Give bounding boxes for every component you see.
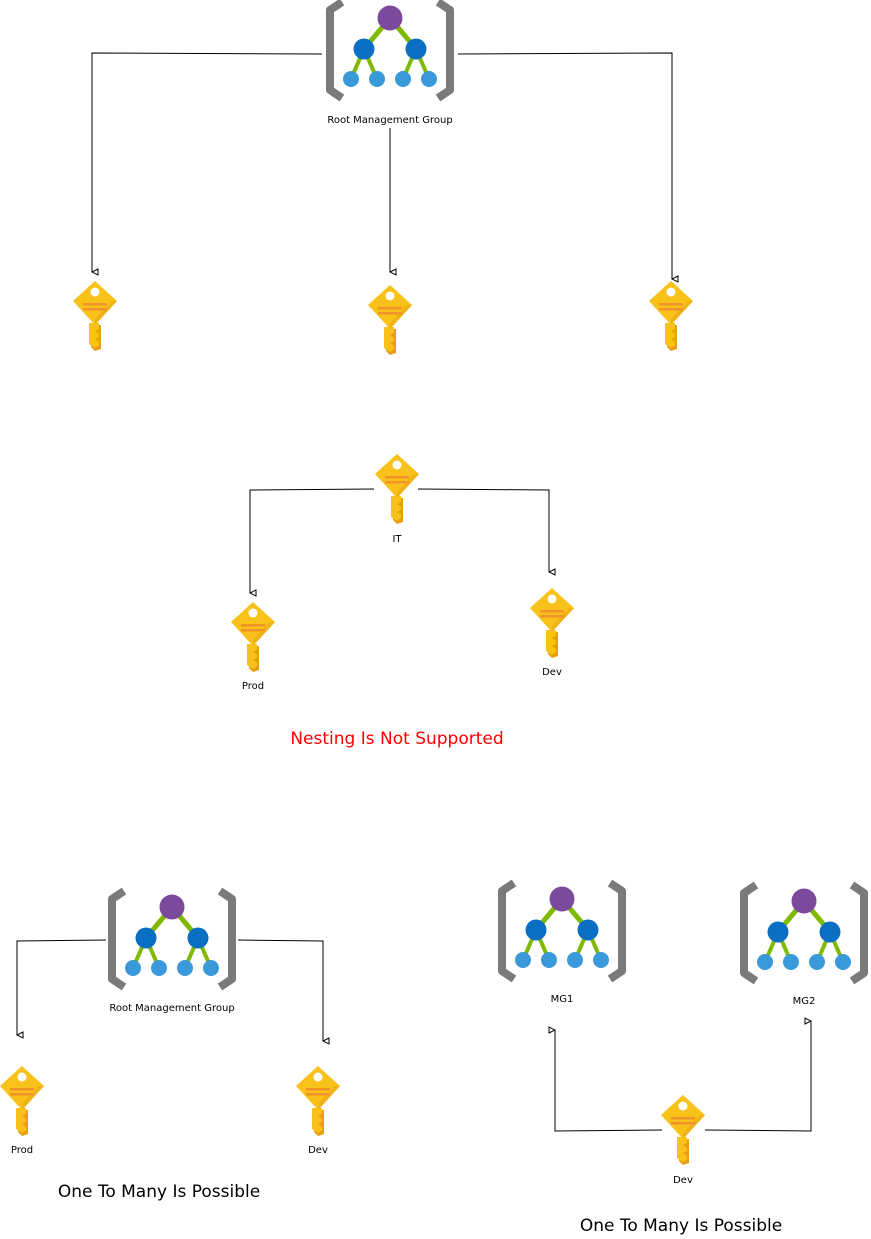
prod-subscription-label: Prod: [11, 1145, 33, 1156]
section3-one-to-many: Root Management Group Prod Dev One To Ma…: [0, 891, 340, 1202]
subscription-key-icon: [649, 281, 693, 351]
one-to-many-caption: One To Many Is Possible: [580, 1216, 782, 1236]
subscription-key-icon: [530, 588, 574, 658]
section4-sub-to-many-mg: MG1 MG2 Dev One To Many Is Possible: [502, 883, 864, 1236]
management-group-icon: [502, 883, 622, 979]
subscription-key-icon: [0, 1066, 44, 1136]
connector-dev-to-mg2: [704, 1021, 811, 1132]
dev-subscription-label: Dev: [308, 1145, 328, 1156]
connector-root-to-dev: [237, 939, 323, 1041]
prod-subscription-label: Prod: [242, 681, 264, 692]
dev-subscription-label: Dev: [542, 667, 562, 678]
subscription-key-icon: [368, 285, 412, 355]
subscription-key-icon: [296, 1066, 340, 1136]
connector-it-to-dev: [417, 488, 549, 572]
root-management-group-label: Root Management Group: [327, 115, 452, 126]
mg1-label: MG1: [551, 994, 574, 1005]
connector-root-to-sub-left: [92, 52, 323, 272]
section2-nesting: IT Prod Dev Nesting Is Not Supported: [231, 454, 574, 749]
one-to-many-caption: One To Many Is Possible: [58, 1182, 260, 1202]
connector-root-to-prod: [17, 939, 107, 1035]
subscription-key-icon: [73, 281, 117, 351]
connector-it-to-prod: [250, 488, 375, 593]
it-subscription-label: IT: [392, 534, 402, 545]
connector-root-to-sub-right: [457, 52, 672, 279]
nesting-caption: Nesting Is Not Supported: [290, 729, 503, 749]
management-group-icon: [330, 2, 450, 98]
subscription-key-icon: [661, 1095, 705, 1165]
dev-subscription-label: Dev: [673, 1175, 693, 1186]
root-management-group-label: Root Management Group: [109, 1003, 234, 1014]
connector-dev-to-mg1: [555, 1030, 663, 1132]
subscription-key-icon: [375, 454, 419, 524]
management-group-icon: [112, 891, 232, 987]
section1-hierarchy: Root Management Group: [73, 2, 693, 355]
management-group-icon: [744, 885, 864, 981]
subscription-key-icon: [231, 602, 275, 672]
mg2-label: MG2: [793, 996, 816, 1007]
